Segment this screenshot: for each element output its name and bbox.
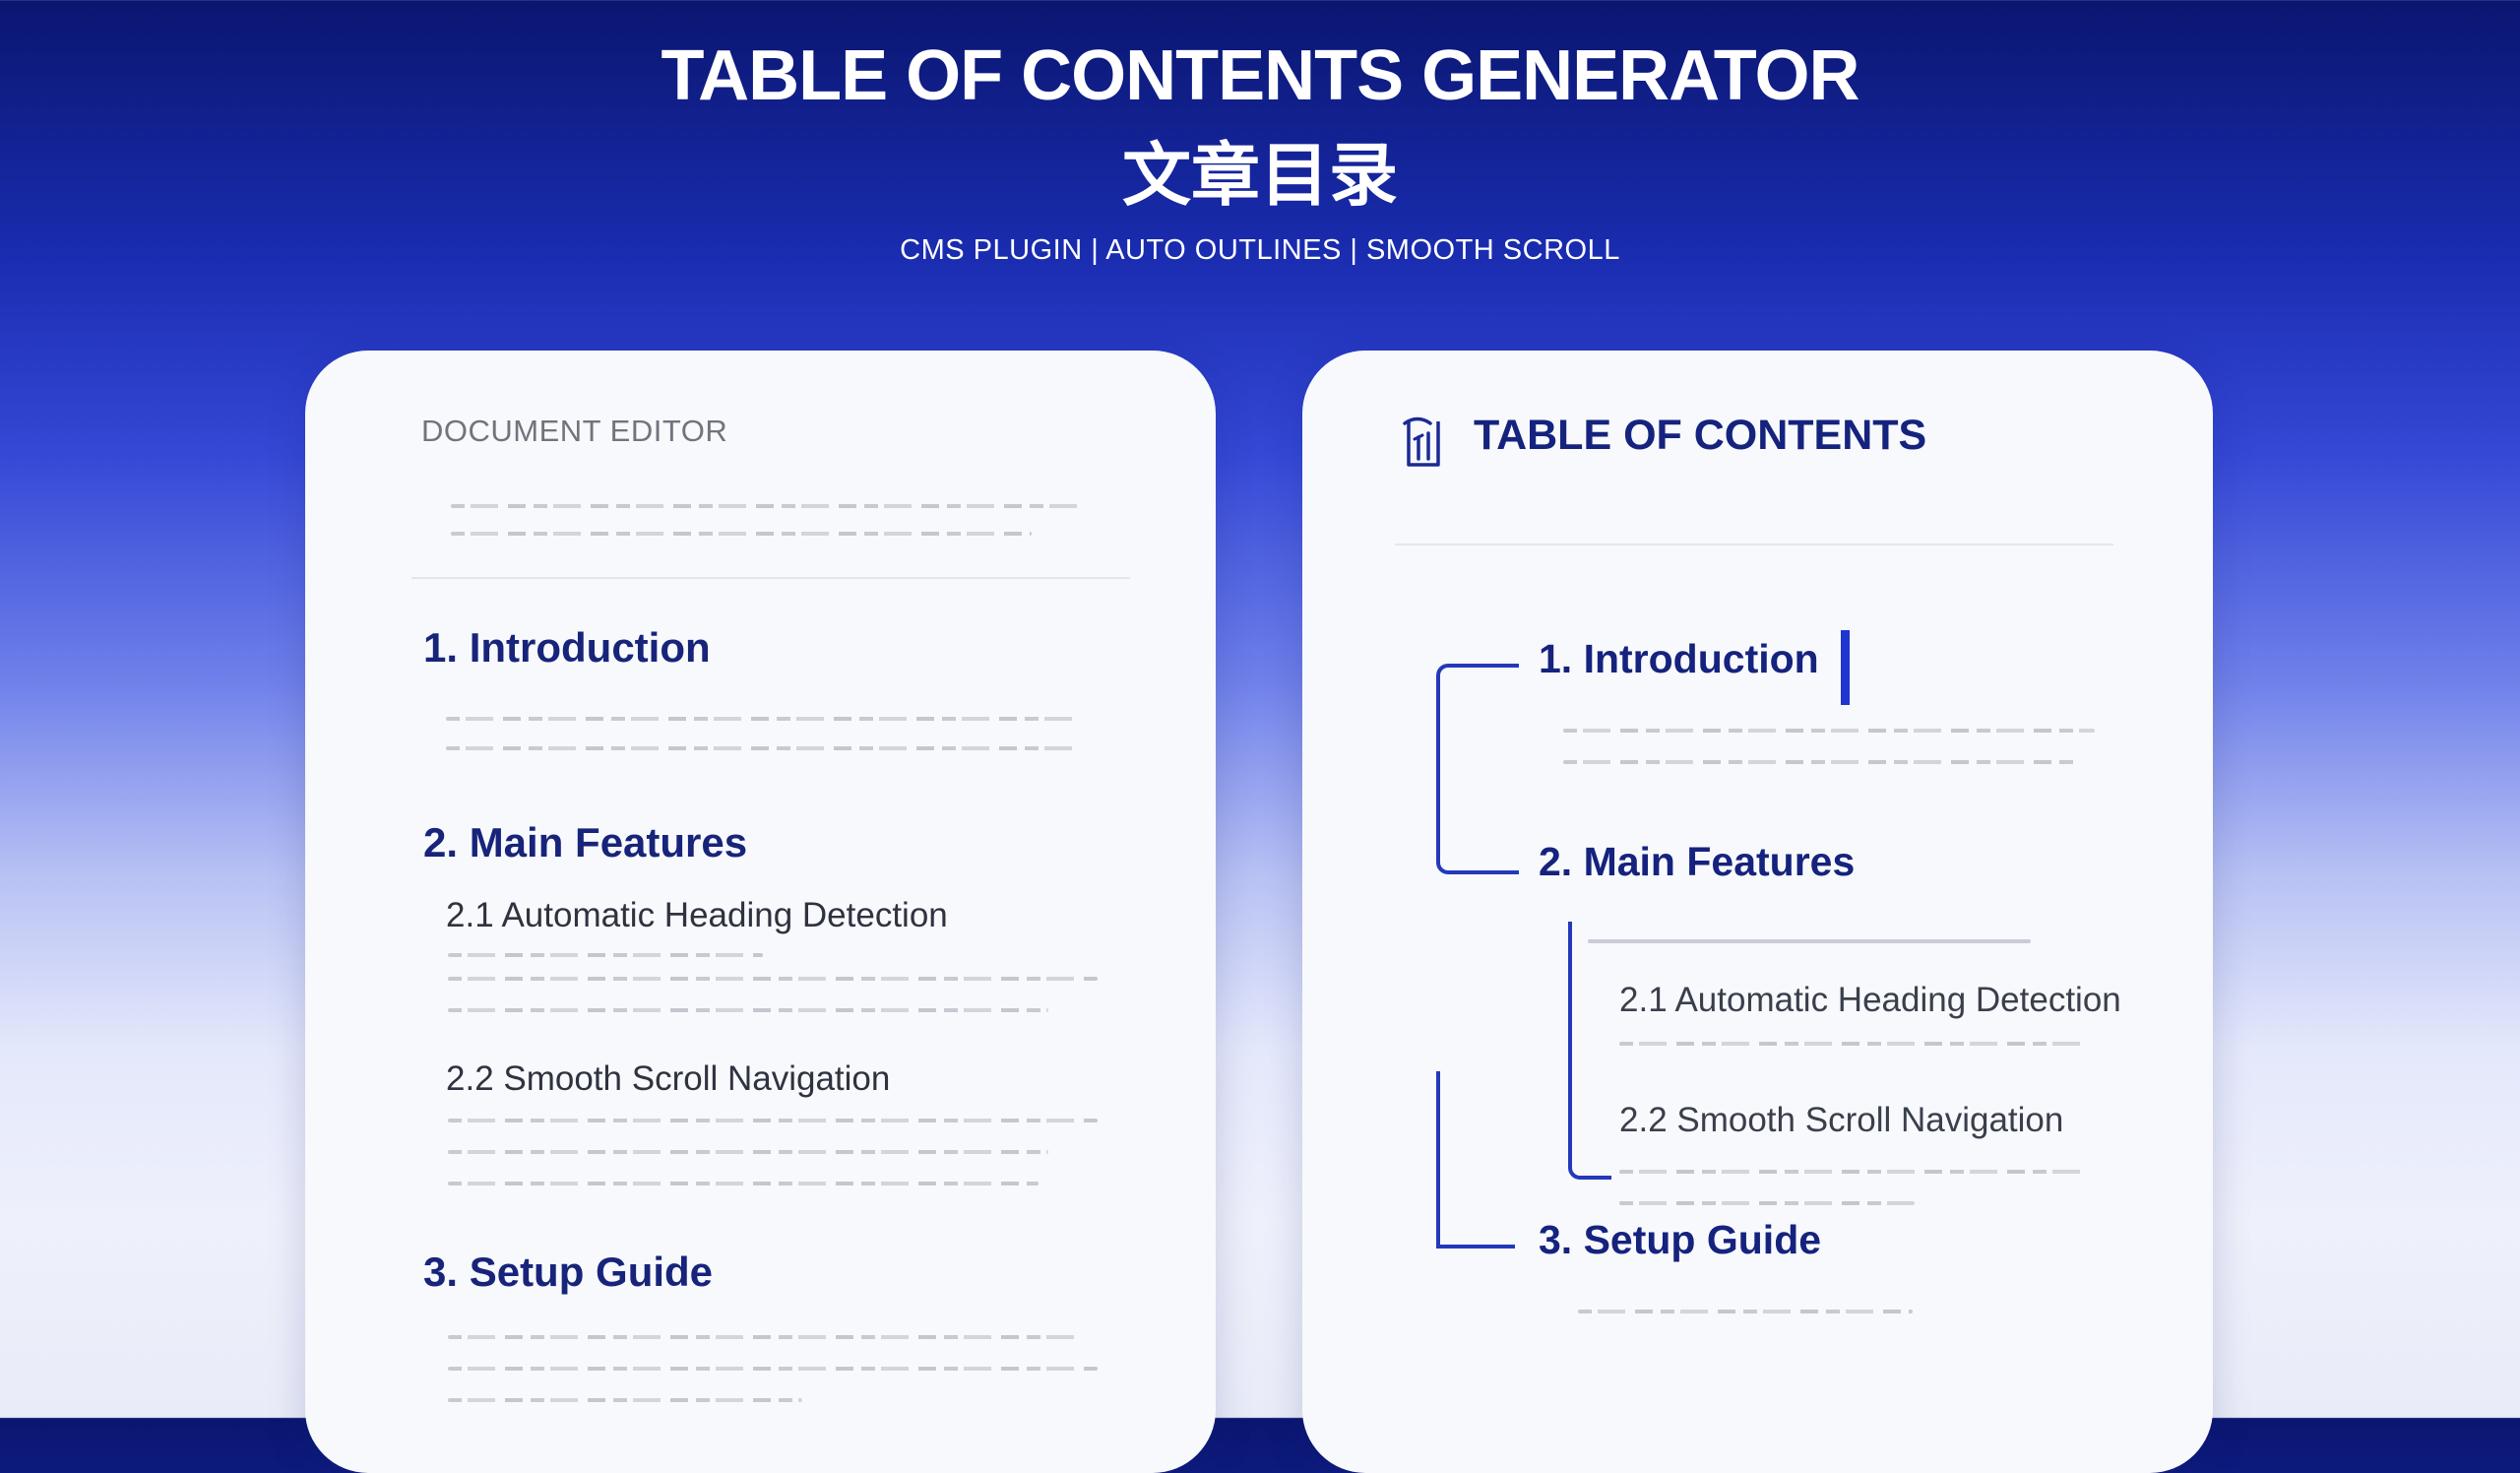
text-placeholder-line [448, 953, 763, 957]
toc-item-automatic-heading-detection[interactable]: 2.1 Automatic Heading Detection [1619, 981, 2121, 1019]
text-placeholder-line [1619, 1170, 2082, 1174]
text-placeholder-line [1563, 760, 2075, 764]
table-of-contents-card: TABLE OF CONTENTS 1. Introduction 2. Mai… [1302, 351, 2213, 1473]
text-placeholder-line [448, 1367, 1098, 1371]
page-subtitle: 文章目录 [1122, 135, 1398, 216]
editor-label: DOCUMENT EDITOR [421, 414, 728, 448]
toc-item-introduction[interactable]: 1. Introduction [1539, 636, 1819, 681]
editor-heading-smooth-scroll-navigation[interactable]: 2.2 Smooth Scroll Navigation [446, 1059, 891, 1098]
text-placeholder-line [1578, 1310, 1913, 1313]
text-placeholder-line [1588, 939, 2031, 943]
text-placeholder-line [1563, 729, 2095, 733]
text-placeholder-line [451, 504, 1081, 508]
text-placeholder-line [448, 1008, 1048, 1012]
text-placeholder-line [1619, 1042, 2082, 1046]
active-indicator [1841, 630, 1850, 705]
page-title: TABLE OF CONTENTS GENERATOR [661, 36, 1859, 115]
editor-heading-automatic-heading-detection[interactable]: 2.1 Automatic Heading Detection [446, 896, 948, 934]
editor-divider [411, 577, 1130, 579]
text-placeholder-line [1619, 1201, 1915, 1205]
toc-connector-bracket [1568, 922, 1611, 1180]
toc-divider [1395, 544, 2113, 545]
text-placeholder-line [448, 1335, 1078, 1339]
page-tagline: CMS PLUGIN | AUTO OUTLINES | SMOOTH SCRO… [900, 234, 1620, 266]
text-placeholder-line [446, 717, 1076, 721]
toc-title: TABLE OF CONTENTS [1474, 412, 1927, 459]
toc-connector-line [1436, 1071, 1440, 1249]
text-placeholder-line [448, 1182, 1039, 1185]
text-placeholder-line [448, 1150, 1048, 1154]
toc-item-smooth-scroll-navigation[interactable]: 2.2 Smooth Scroll Navigation [1619, 1101, 2064, 1139]
text-placeholder-line [448, 977, 1098, 981]
editor-heading-setup-guide[interactable]: 3. Setup Guide [423, 1249, 714, 1295]
text-placeholder-line [446, 746, 1076, 750]
text-placeholder-line [448, 1398, 802, 1402]
editor-heading-introduction[interactable]: 1. Introduction [423, 624, 711, 671]
book-index-icon [1403, 416, 1440, 467]
document-editor-card: DOCUMENT EDITOR 1. Introduction 2. Main … [305, 351, 1216, 1473]
toc-item-main-features[interactable]: 2. Main Features [1539, 839, 1856, 884]
text-placeholder-line [451, 532, 1032, 536]
toc-connector-line [1436, 1245, 1515, 1249]
toc-item-setup-guide[interactable]: 3. Setup Guide [1539, 1217, 1822, 1262]
editor-heading-main-features[interactable]: 2. Main Features [423, 819, 748, 865]
text-placeholder-line [448, 1119, 1098, 1122]
toc-connector-bracket [1436, 664, 1519, 874]
